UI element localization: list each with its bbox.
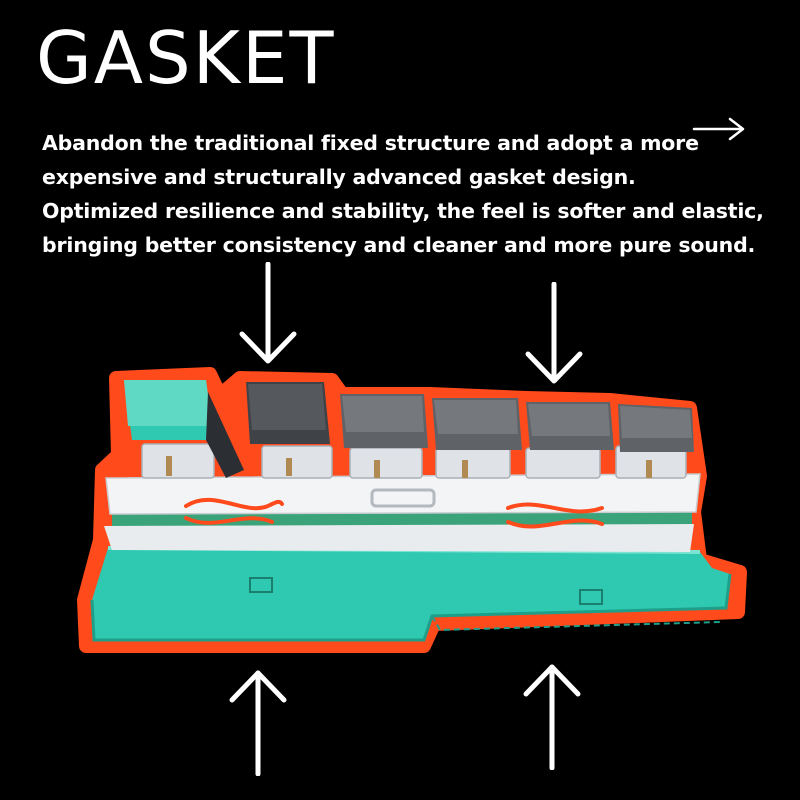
gasket-strip	[184, 516, 274, 525]
switch-stems	[166, 456, 652, 478]
description-line: bringing better consistency and cleaner …	[42, 233, 756, 257]
arrow-up-icon	[229, 670, 287, 776]
arrow-down-icon	[239, 262, 297, 364]
gasket-strip	[506, 518, 604, 529]
arrow-up-icon	[523, 664, 581, 770]
gasket-strip	[184, 497, 284, 511]
pcb-layer	[112, 512, 692, 526]
gasket-strip	[506, 502, 604, 514]
arrow-down-icon	[525, 282, 583, 384]
keyboard-case	[90, 546, 732, 642]
keyboard-gasket-illustration	[77, 367, 747, 653]
keycap-row	[124, 380, 694, 452]
switch-plate	[105, 473, 701, 515]
description-line: expensive and structurally advanced gask…	[42, 165, 636, 189]
page-title: GASKET	[36, 16, 336, 100]
arrow-right-icon	[692, 117, 745, 141]
description-line: Abandon the traditional fixed structure …	[42, 131, 699, 155]
description-line: Optimized resilience and stability, the …	[42, 199, 764, 223]
description-text: Abandon the traditional fixed structure …	[42, 126, 782, 262]
bottom-plate	[104, 524, 694, 552]
